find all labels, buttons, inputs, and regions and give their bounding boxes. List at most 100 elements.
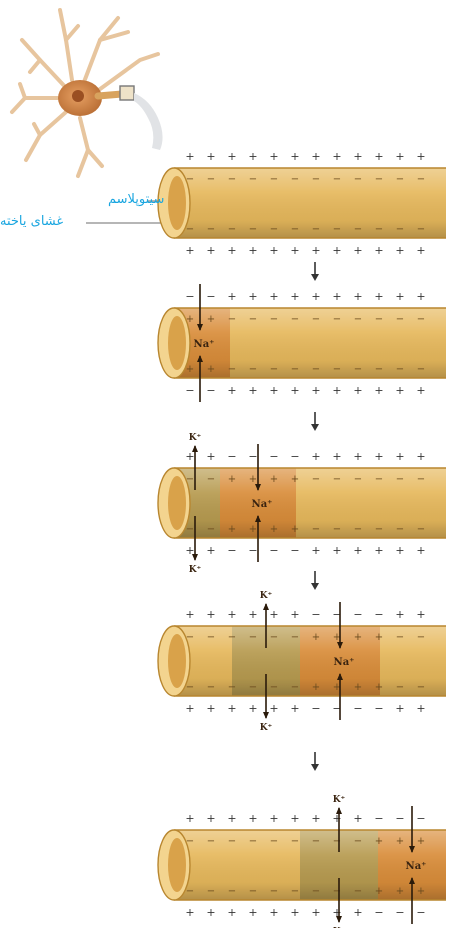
sodium-ion-label: Na⁺ bbox=[406, 861, 427, 872]
outside-charge-bottom: − bbox=[395, 906, 404, 919]
potassium-ion-label-bottom: K⁺ bbox=[189, 565, 202, 575]
potassium-ion-label-top: K⁺ bbox=[189, 433, 202, 443]
outside-charge-top: − bbox=[185, 290, 194, 303]
outside-charge-bottom: + bbox=[185, 702, 194, 715]
arrowhead bbox=[192, 554, 198, 561]
outside-charge-top: + bbox=[290, 290, 299, 303]
outside-charge-bottom: + bbox=[227, 384, 236, 397]
inside-charge-top: − bbox=[333, 314, 341, 325]
axon-stage-potassium-efflux-3: ++−−++−−++−−++−−++−−++−−++−−++−−++−−−−++… bbox=[158, 795, 446, 928]
inside-charge-bottom: − bbox=[207, 682, 215, 693]
inside-charge-bottom: − bbox=[312, 886, 320, 897]
inside-charge-bottom: − bbox=[333, 524, 341, 535]
outside-charge-top: + bbox=[290, 812, 299, 825]
axon-stage-sodium-influx: −−++−−++++−−++−−++−−++−−++−−++−−++−−++−−… bbox=[158, 284, 446, 402]
outside-charge-bottom: + bbox=[311, 906, 320, 919]
inside-charge-top: + bbox=[207, 314, 215, 325]
axon-stage-potassium-efflux-2: ++−−++−−++−−++−−++−−++−−−−++−−++−−++−−++… bbox=[158, 591, 446, 733]
outside-charge-top: − bbox=[290, 450, 299, 463]
inside-charge-bottom: − bbox=[228, 682, 236, 693]
outside-charge-bottom: + bbox=[416, 244, 425, 257]
inside-charge-bottom: − bbox=[249, 224, 257, 235]
arrowhead bbox=[336, 807, 342, 814]
inside-charge-top: − bbox=[186, 174, 194, 185]
inside-charge-bottom: − bbox=[228, 364, 236, 375]
inside-charge-top: − bbox=[333, 836, 341, 847]
outside-charge-top: + bbox=[248, 608, 257, 621]
outside-charge-top: + bbox=[416, 290, 425, 303]
inside-charge-top: − bbox=[417, 314, 425, 325]
outside-charge-top: + bbox=[311, 450, 320, 463]
inside-charge-top: − bbox=[270, 836, 278, 847]
outside-charge-top: − bbox=[311, 608, 320, 621]
inside-charge-top: + bbox=[228, 474, 236, 485]
outside-charge-bottom: + bbox=[395, 384, 404, 397]
inside-charge-bottom: − bbox=[291, 224, 299, 235]
inside-charge-top: − bbox=[186, 632, 194, 643]
outside-charge-bottom: + bbox=[227, 702, 236, 715]
outside-charge-bottom: + bbox=[290, 384, 299, 397]
inside-charge-bottom: + bbox=[396, 886, 404, 897]
arrowhead bbox=[263, 712, 269, 719]
inside-charge-top: − bbox=[417, 174, 425, 185]
outside-charge-bottom: + bbox=[332, 244, 341, 257]
outside-charge-top: + bbox=[332, 150, 341, 163]
neuron-illustration bbox=[12, 10, 163, 176]
outside-charge-bottom: − bbox=[353, 702, 362, 715]
outside-charge-bottom: + bbox=[206, 906, 215, 919]
inside-charge-bottom: − bbox=[312, 224, 320, 235]
outside-charge-bottom: − bbox=[290, 544, 299, 557]
inside-charge-bottom: − bbox=[291, 364, 299, 375]
inside-charge-top: − bbox=[312, 174, 320, 185]
outside-charge-bottom: + bbox=[395, 244, 404, 257]
outside-charge-bottom: + bbox=[269, 702, 278, 715]
inside-charge-bottom: − bbox=[417, 524, 425, 535]
outside-charge-bottom: + bbox=[416, 544, 425, 557]
outside-charge-top: + bbox=[269, 290, 278, 303]
potassium-ion-label-bottom: K⁺ bbox=[260, 723, 273, 733]
outside-charge-bottom: + bbox=[269, 906, 278, 919]
outside-charge-bottom: + bbox=[353, 906, 362, 919]
inside-charge-bottom: − bbox=[396, 364, 404, 375]
outside-charge-top: + bbox=[269, 150, 278, 163]
outside-charge-bottom: − bbox=[206, 384, 215, 397]
inside-charge-bottom: + bbox=[291, 524, 299, 535]
axon-stages: ++−−++−−++−−++−−++−−++−−++−−++−−++−−++−−… bbox=[158, 150, 446, 928]
potassium-ion-label-top: K⁺ bbox=[260, 591, 273, 601]
inside-charge-top: − bbox=[207, 474, 215, 485]
inside-charge-top: − bbox=[249, 314, 257, 325]
inside-charge-top: − bbox=[354, 314, 362, 325]
outside-charge-bottom: − bbox=[374, 702, 383, 715]
axon bbox=[98, 94, 122, 96]
outside-charge-top: + bbox=[332, 450, 341, 463]
arrowhead bbox=[336, 916, 342, 923]
outside-charge-top: + bbox=[353, 290, 362, 303]
tube-lumen bbox=[168, 476, 186, 530]
inside-charge-bottom: + bbox=[228, 524, 236, 535]
inside-charge-top: + bbox=[186, 314, 194, 325]
outside-charge-top: + bbox=[185, 812, 194, 825]
outside-charge-top: + bbox=[290, 150, 299, 163]
outside-charge-bottom: + bbox=[248, 906, 257, 919]
inside-charge-top: − bbox=[354, 836, 362, 847]
outside-charge-bottom: + bbox=[332, 544, 341, 557]
outside-charge-top: + bbox=[206, 150, 215, 163]
outside-charge-bottom: + bbox=[185, 244, 194, 257]
outside-charge-top: + bbox=[395, 150, 404, 163]
inside-charge-top: − bbox=[312, 474, 320, 485]
inside-charge-top: + bbox=[375, 836, 383, 847]
inside-charge-bottom: − bbox=[270, 364, 278, 375]
inside-charge-bottom: − bbox=[249, 682, 257, 693]
outside-charge-top: + bbox=[416, 608, 425, 621]
inside-charge-top: − bbox=[270, 632, 278, 643]
inside-charge-top: − bbox=[249, 174, 257, 185]
inside-charge-top: − bbox=[207, 174, 215, 185]
outside-charge-top: + bbox=[395, 290, 404, 303]
outside-charge-top: − bbox=[269, 450, 278, 463]
inside-charge-bottom: − bbox=[396, 224, 404, 235]
progression-arrowhead bbox=[311, 274, 319, 281]
inside-charge-bottom: − bbox=[291, 682, 299, 693]
outside-charge-bottom: + bbox=[416, 384, 425, 397]
inside-charge-bottom: − bbox=[249, 886, 257, 897]
outside-charge-bottom: + bbox=[353, 544, 362, 557]
